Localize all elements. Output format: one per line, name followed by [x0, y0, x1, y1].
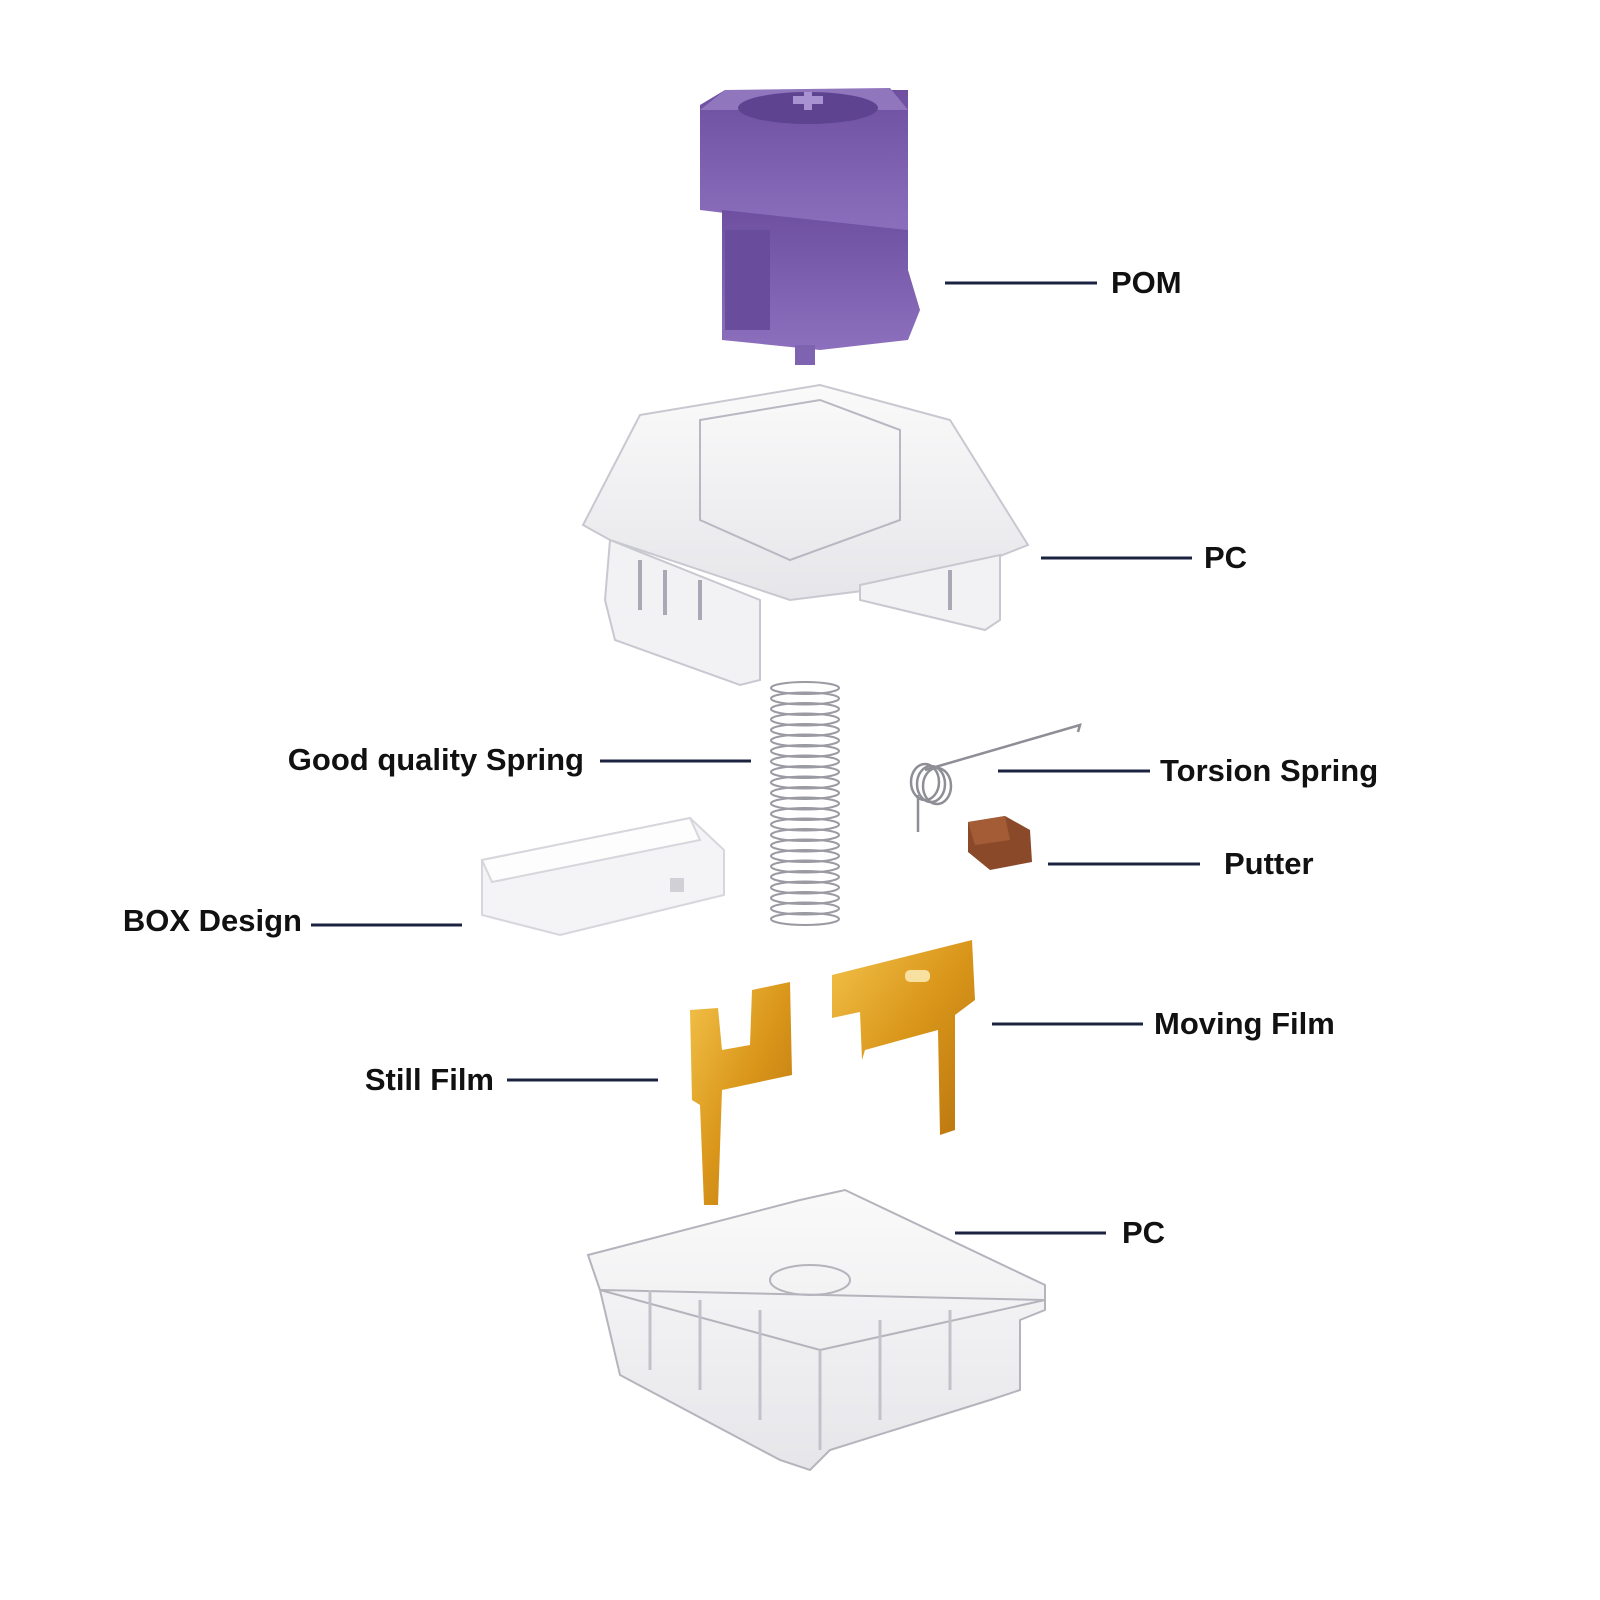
spring-coil — [770, 702, 840, 716]
pom-stem — [700, 88, 920, 365]
label-bottom-housing: PC — [1122, 1215, 1166, 1250]
spring-coil — [770, 765, 840, 779]
spring-coil — [770, 807, 840, 821]
spring-coil — [770, 849, 840, 863]
label-moving-film: Moving Film — [1154, 1006, 1335, 1041]
spring-coil — [770, 744, 840, 758]
spring-coil — [770, 891, 840, 905]
moving-film — [832, 940, 975, 1135]
spring-coil — [770, 691, 840, 706]
spring-coil — [770, 912, 840, 926]
top-housing — [581, 383, 1030, 687]
leader-lines — [311, 281, 1200, 1235]
spring-coil — [770, 733, 840, 748]
label-torsion-spring: Torsion Spring — [1160, 753, 1379, 788]
still-film — [690, 982, 792, 1205]
putter — [968, 816, 1032, 870]
label-box: BOX Design — [122, 903, 302, 938]
spring-coil — [770, 754, 840, 769]
spring-coil — [770, 901, 840, 916]
spring-coil — [770, 817, 840, 832]
spring-coil — [770, 870, 840, 884]
coil-spring: (function(){var g=document.currentScript… — [770, 681, 840, 926]
spring-coil — [770, 838, 840, 853]
label-top-housing: PC — [1204, 540, 1248, 575]
spring-coil — [770, 712, 840, 727]
spring-coil — [770, 859, 840, 874]
spring-coil — [770, 681, 840, 695]
spring-coil — [770, 786, 840, 800]
label-putter: Putter — [1224, 846, 1314, 881]
label-pom: POM — [1111, 265, 1182, 300]
label-still-film: Still Film — [364, 1062, 494, 1097]
bottom-housing — [586, 1188, 1046, 1472]
spring-coil — [770, 796, 840, 811]
torsion-spring — [909, 723, 1082, 832]
box-part — [480, 816, 725, 937]
spring-coil — [770, 880, 840, 895]
spring-coil — [770, 775, 840, 790]
spring-coil — [770, 723, 840, 737]
spring-coil — [770, 828, 840, 842]
label-spring: Good quality Spring — [287, 742, 584, 777]
